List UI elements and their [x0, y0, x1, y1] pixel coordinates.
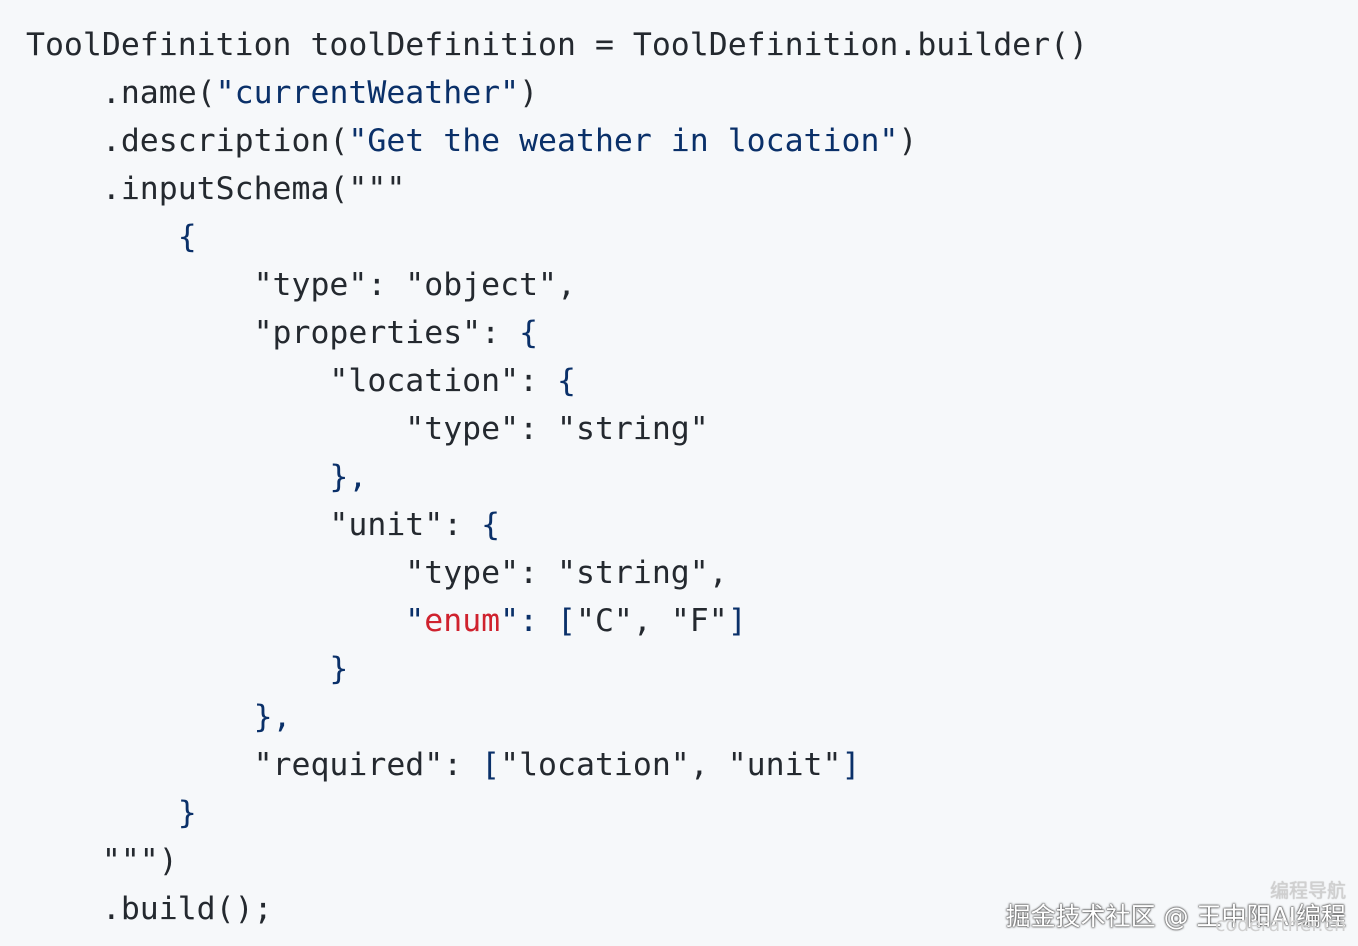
code-line: "properties": {: [26, 309, 1358, 357]
code-text: """): [26, 843, 178, 879]
code-string: ": [26, 603, 425, 639]
code-line: "unit": {: [26, 501, 1358, 549]
code-line: .build();: [26, 885, 1358, 933]
watermark-site-url: coderather.cn: [1214, 914, 1346, 936]
code-line: "enum": ["C", "F"]: [26, 597, 1358, 645]
code-string: [: [481, 747, 501, 783]
code-line: "required": ["location", "unit"]: [26, 741, 1358, 789]
code-text: "type": "string",: [26, 555, 728, 591]
code-text: "type": "object",: [26, 267, 576, 303]
code-text: .description(: [26, 123, 349, 159]
code-string: [: [557, 603, 576, 639]
code-string: },: [26, 699, 292, 735]
watermark: 编程导航 掘金技术社区 @ 王中阳AI编程 coderather.cn: [1005, 880, 1346, 936]
code-text: "location", "unit": [500, 747, 842, 783]
code-line: """): [26, 837, 1358, 885]
code-string: {: [519, 315, 539, 351]
code-text: ): [898, 123, 918, 159]
code-text: ToolDefinition toolDefinition = ToolDefi…: [26, 27, 1089, 63]
code-line: },: [26, 693, 1358, 741]
code-line: "type": "string",: [26, 549, 1358, 597]
code-text: ): [519, 75, 539, 111]
watermark-author: 掘金技术社区 @ 王中阳AI编程: [1005, 902, 1346, 931]
code-line: {: [26, 213, 1358, 261]
code-line: .inputSchema(""": [26, 165, 1358, 213]
code-string: "currentWeather": [215, 75, 520, 111]
code-keyword: enum: [424, 603, 501, 639]
code-string: ]: [841, 747, 861, 783]
code-text: "type": "string": [26, 411, 709, 447]
code-text: "required":: [26, 747, 482, 783]
code-string: {: [26, 219, 197, 255]
code-string: {: [557, 363, 576, 399]
code-string: }: [26, 651, 349, 687]
code-string: {: [481, 507, 501, 543]
code-line: .name("currentWeather"): [26, 69, 1358, 117]
code-line: "location": {: [26, 357, 1358, 405]
code-string: },: [26, 459, 368, 495]
code-line: }: [26, 789, 1358, 837]
code-text: .name(: [26, 75, 216, 111]
code-line: .description("Get the weather in locatio…: [26, 117, 1358, 165]
code-text: .inputSchema(""": [26, 171, 406, 207]
code-text: "unit":: [26, 507, 482, 543]
code-line: },: [26, 453, 1358, 501]
code-text: "location":: [26, 363, 558, 399]
code-line: "type": "string": [26, 405, 1358, 453]
code-text: "properties":: [26, 315, 520, 351]
watermark-site-name: 编程导航: [1269, 880, 1346, 902]
code-string: }: [26, 795, 197, 831]
code-string: ":: [500, 603, 558, 639]
code-string: ]: [727, 603, 747, 639]
code-text: "C", "F": [576, 603, 728, 639]
code-line: }: [26, 645, 1358, 693]
code-text: .build();: [26, 891, 273, 927]
code-line: ToolDefinition toolDefinition = ToolDefi…: [26, 21, 1358, 69]
code-string: "Get the weather in location": [348, 123, 899, 159]
code-line: "type": "object",: [26, 261, 1358, 309]
